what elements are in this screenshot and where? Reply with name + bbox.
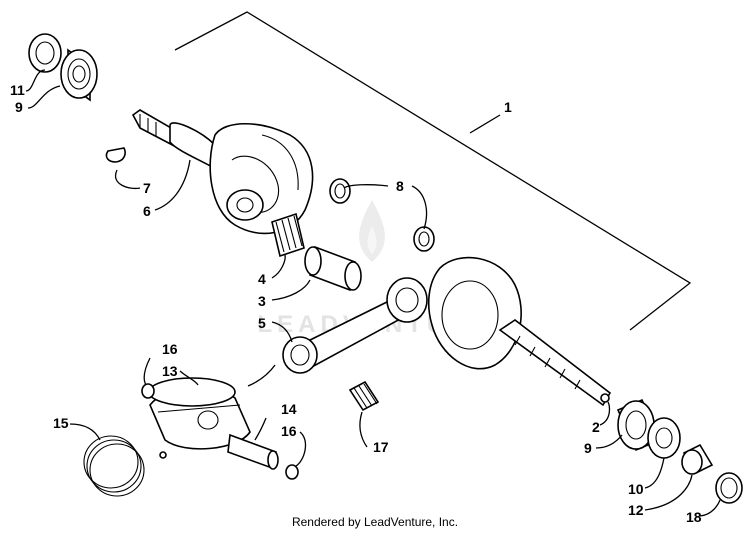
needle-bearing-small-end (348, 380, 380, 412)
oil-seal-left (28, 33, 62, 73)
leader-lines (25, 69, 721, 517)
callout-18: 18 (686, 509, 702, 525)
callout-14: 14 (281, 401, 297, 417)
circlip-right (285, 464, 299, 480)
crank-pin (304, 245, 362, 292)
callout-8: 8 (396, 178, 404, 194)
callout-11: 11 (10, 82, 25, 98)
footer-credit: Rendered by LeadVenture, Inc. (292, 515, 458, 529)
callout-4: 4 (258, 271, 266, 287)
callout-labels: 1 2 3 4 5 6 7 8 9 9 10 11 12 13 14 15 16… (10, 82, 702, 525)
callout-10: 10 (628, 481, 644, 497)
assembly-bracket (174, 11, 692, 331)
callout-7: 7 (143, 180, 151, 196)
connecting-rod (282, 277, 428, 374)
callout-1: 1 (504, 99, 512, 115)
crank-half-right (427, 256, 612, 407)
callout-3: 3 (258, 293, 266, 309)
thrust-washer-upper (329, 178, 351, 204)
callout-13: 13 (162, 363, 178, 379)
callout-15: 15 (53, 415, 69, 431)
callout-12: 12 (628, 502, 644, 518)
ball-bearing-left (60, 48, 98, 102)
callout-9-left: 9 (15, 99, 23, 115)
callout-5: 5 (258, 315, 266, 331)
callout-2: 2 (592, 419, 600, 435)
needle-bearing-big-end (271, 212, 305, 258)
callout-16-right: 16 (281, 423, 297, 439)
callout-6: 6 (143, 203, 151, 219)
collar (681, 443, 714, 475)
piston-pin (227, 433, 279, 470)
piston-rings (83, 435, 145, 497)
circlip-left (141, 383, 155, 399)
woodruff-key (105, 147, 126, 163)
callout-17: 17 (373, 439, 389, 455)
o-ring (715, 472, 743, 504)
oil-seal-right (647, 417, 681, 459)
callout-9-right: 9 (584, 440, 592, 456)
thrust-washer-lower (413, 226, 435, 252)
callout-16-left: 16 (162, 341, 178, 357)
crank-half-left (131, 109, 314, 235)
piston (148, 377, 251, 459)
